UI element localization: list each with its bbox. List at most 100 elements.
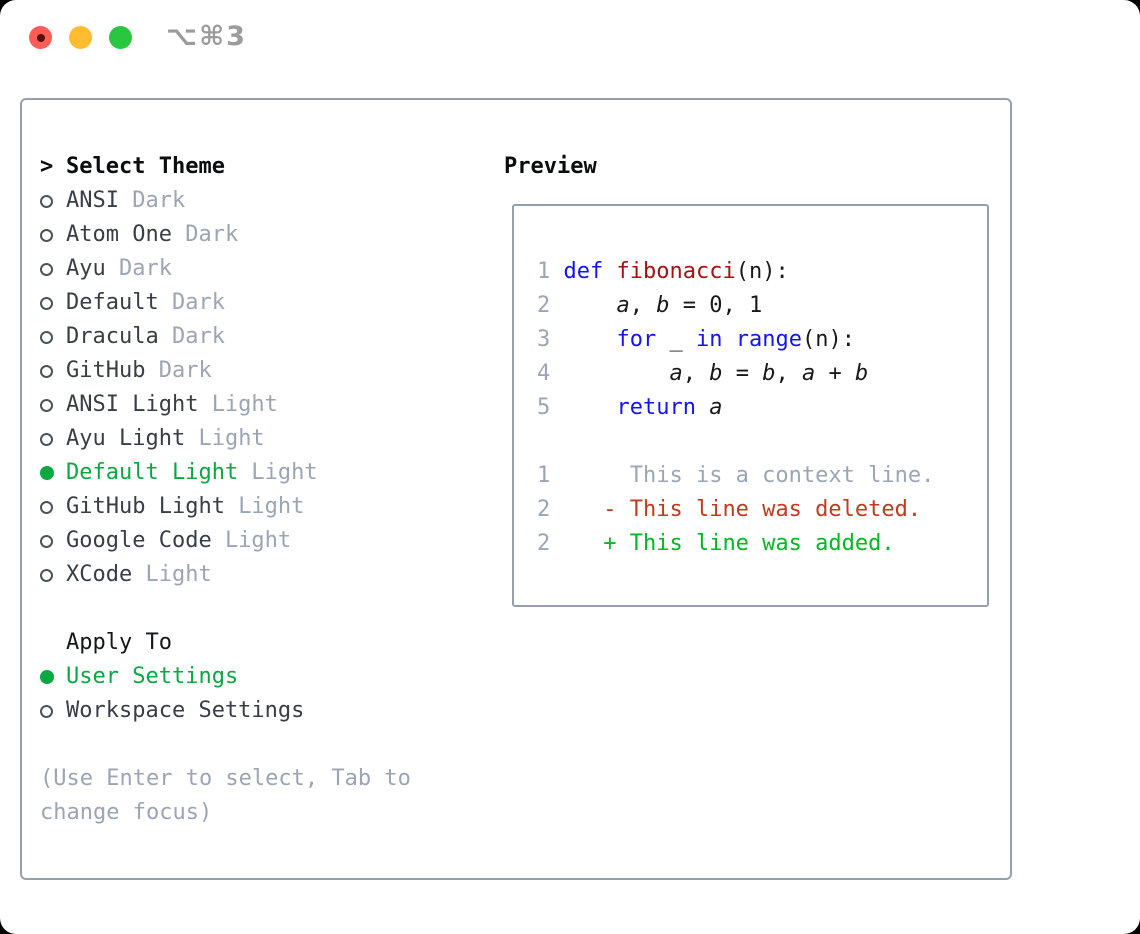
radio-icon-cell <box>40 694 66 728</box>
code-segment: for <box>616 327 657 352</box>
code-segment: b <box>656 293 670 318</box>
radio-icon <box>40 194 53 208</box>
window-shortcut-label: ⌥⌘3 <box>166 21 247 52</box>
code-segment <box>722 327 735 352</box>
code-line: 1 This is a context line. <box>537 459 934 493</box>
code-line: 3 for _ in range(n): <box>537 323 934 357</box>
theme-name: Default Light <box>66 460 239 485</box>
radio-icon-cell <box>40 490 66 524</box>
line-number: 2 <box>537 531 564 556</box>
code-segment <box>564 395 617 420</box>
code-segment: _ <box>656 327 696 352</box>
minimize-button[interactable] <box>69 26 92 49</box>
code-segment: , <box>629 293 657 318</box>
code-segment: = <box>722 361 763 386</box>
line-number: 2 <box>537 497 564 522</box>
radio-icon <box>40 670 54 684</box>
code-segment <box>696 395 709 420</box>
radio-icon <box>40 568 53 582</box>
radio-icon <box>40 364 53 378</box>
spacer <box>40 592 411 626</box>
theme-variant: Dark <box>132 188 186 213</box>
theme-variant: Light <box>224 528 292 553</box>
line-number: 2 <box>537 293 564 318</box>
theme-variant: Dark <box>171 324 225 349</box>
preview-heading: Preview <box>504 154 597 179</box>
code-segment: b <box>709 361 723 386</box>
hint-text: change focus) <box>40 800 213 825</box>
theme-name: ANSI <box>66 188 119 213</box>
code-segment: b <box>854 361 869 386</box>
radio-icon-cell <box>40 218 66 252</box>
theme-name: Ayu Light <box>66 426 186 451</box>
code-line: 2 + This line was added. <box>537 527 934 561</box>
apply-to-heading: Apply To <box>66 630 172 655</box>
hint-text: (Use Enter to select, Tab to <box>40 766 411 791</box>
apply-option-name: Workspace Settings <box>66 698 305 723</box>
code-segment: (n): <box>735 259 789 284</box>
code-segment: a <box>616 293 630 318</box>
line-number: 1 <box>537 463 564 488</box>
radio-icon-cell <box>40 184 66 218</box>
theme-variant: Light <box>211 392 278 417</box>
code-segment <box>564 293 617 318</box>
selection-caret-icon: > <box>40 154 54 179</box>
code-segment: , <box>775 361 802 386</box>
radio-icon <box>40 432 53 446</box>
traffic-lights <box>29 26 132 49</box>
code-segment <box>603 259 616 284</box>
theme-item[interactable]: ANSI Dark <box>40 184 411 218</box>
code-segment: a <box>709 395 723 420</box>
radio-icon-cell <box>40 388 66 422</box>
code-segment: in <box>695 327 723 352</box>
radio-icon-cell <box>40 252 66 286</box>
apply-option[interactable]: Workspace Settings <box>40 694 411 728</box>
code-segment: b <box>762 361 776 386</box>
apply-option[interactable]: User Settings <box>40 660 411 694</box>
radio-icon-cell <box>40 286 66 320</box>
line-number: 4 <box>537 361 564 386</box>
code-segment <box>564 327 617 352</box>
apply-option-name: User Settings <box>66 664 239 689</box>
close-button[interactable] <box>29 26 52 49</box>
theme-name: XCode <box>66 562 133 587</box>
line-number: 3 <box>537 327 564 352</box>
radio-icon <box>40 534 53 548</box>
theme-name: Default <box>66 290 159 315</box>
code-line: 2 - This line was deleted. <box>537 493 934 527</box>
code-line: 2 a, b = 0, 1 <box>537 289 934 323</box>
theme-name: Ayu <box>66 256 106 281</box>
code-segment: , <box>682 361 710 386</box>
code-line: 1 def fibonacci(n): <box>537 255 934 289</box>
theme-name: Dracula <box>66 324 159 349</box>
line-number: 1 <box>537 259 564 284</box>
radio-icon <box>40 500 53 514</box>
radio-icon <box>40 262 53 276</box>
radio-icon <box>40 466 54 480</box>
theme-item[interactable]: Dracula Dark <box>40 320 411 354</box>
code-segment: a <box>669 361 683 386</box>
code-segment: def <box>563 259 604 284</box>
zoom-button[interactable] <box>109 26 132 49</box>
code-segment: + This line was added. <box>563 531 895 556</box>
theme-name: GitHub Light <box>66 494 225 519</box>
code-line: 5 return a <box>537 391 934 425</box>
code-segment: + <box>815 361 855 386</box>
radio-icon-cell <box>40 524 66 558</box>
marker-cell <box>40 626 66 660</box>
code-segment: = 0, 1 <box>669 293 763 318</box>
